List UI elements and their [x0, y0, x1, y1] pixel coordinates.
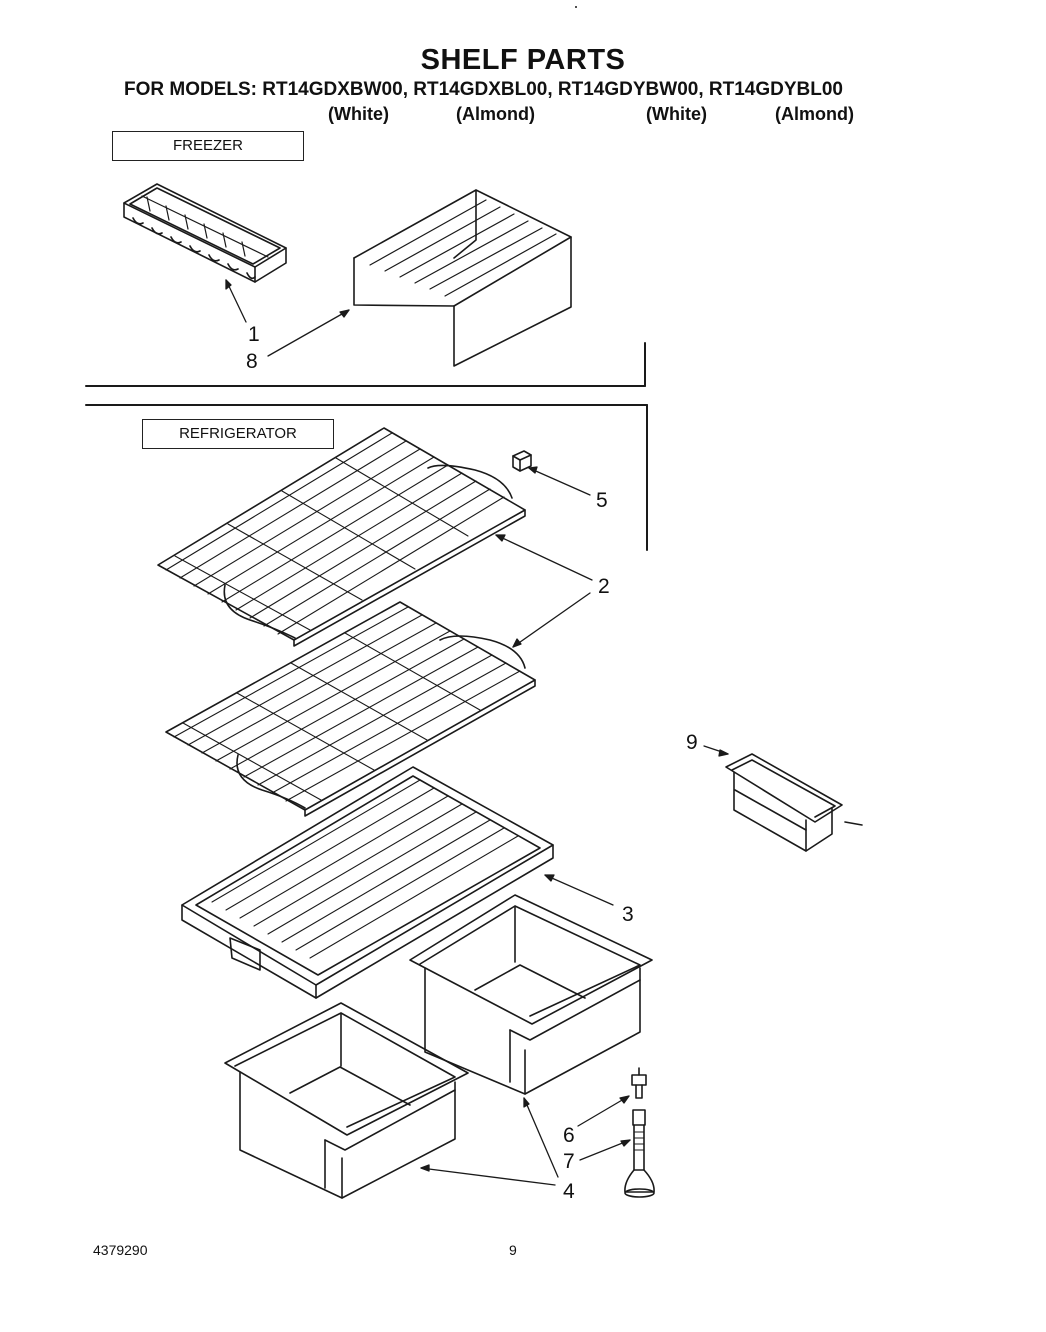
callout-1: 1: [248, 323, 260, 346]
freezer-section-label: FREEZER: [112, 131, 304, 161]
leader-lines: [225, 279, 729, 1186]
callout-5: 5: [596, 489, 608, 512]
callout-8: 8: [246, 350, 258, 373]
leveling-leg-top: [631, 1067, 647, 1099]
crisper-drawer-left: [224, 1002, 469, 1199]
callout-4: 4: [563, 1180, 575, 1203]
refrigerator-divider: [85, 404, 648, 551]
callout-6: 6: [563, 1124, 575, 1147]
leveling-leg: [624, 1109, 655, 1198]
freezer-shelf: [353, 189, 572, 367]
freezer-divider: [85, 342, 646, 387]
callout-3: 3: [622, 903, 634, 926]
callout-9: 9: [686, 731, 698, 754]
page-title: SHELF PARTS: [420, 44, 626, 76]
document-number: 4379290: [93, 1242, 148, 1258]
wire-shelf-lower: [165, 601, 536, 817]
callout-2: 2: [598, 575, 610, 598]
utility-bin: [725, 753, 863, 852]
callout-7: 7: [563, 1150, 575, 1173]
models-line: FOR MODELS: RT14GDXBW00, RT14GDXBL00, RT…: [124, 79, 843, 100]
color-label-3: (White): [646, 104, 707, 124]
shelf-stop: [512, 450, 532, 472]
crisper-drawer-right: [409, 894, 653, 1095]
wire-shelf-upper: [157, 427, 526, 647]
color-label-4: (Almond): [775, 104, 854, 124]
refrigerator-section-label: REFRIGERATOR: [142, 419, 334, 449]
ice-cube-tray: [123, 183, 287, 283]
page-number: 9: [509, 1242, 517, 1258]
color-label-1: (White): [328, 104, 389, 124]
crisper-cover: [181, 766, 554, 999]
color-label-2: (Almond): [456, 104, 535, 124]
